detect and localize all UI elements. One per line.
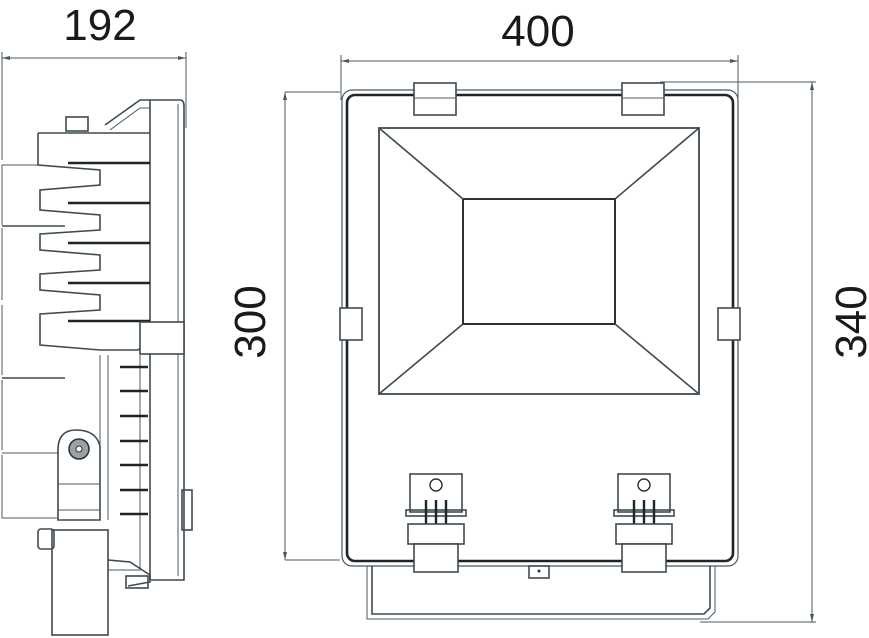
reflector — [378, 127, 700, 395]
overall-height-dimension: 340 — [660, 81, 869, 623]
width-label: 400 — [501, 7, 574, 56]
mounting-bracket — [37, 429, 193, 636]
body-height-dimension: 300 — [226, 91, 340, 561]
overall-height-label: 340 — [827, 285, 869, 358]
heatsink-fins — [37, 132, 151, 351]
depth-label: 192 — [63, 1, 136, 50]
depth-dimension: 192 — [1, 1, 187, 160]
cable-gland-right — [613, 473, 675, 573]
stirrup-bracket — [371, 566, 711, 615]
side-view: 192 — [1, 1, 193, 636]
body-height-label: 300 — [226, 285, 275, 358]
front-view: 400 300 340 — [226, 7, 869, 623]
housing — [339, 82, 741, 567]
width-dimension: 400 — [340, 7, 739, 100]
cable-gland-left — [405, 473, 467, 573]
